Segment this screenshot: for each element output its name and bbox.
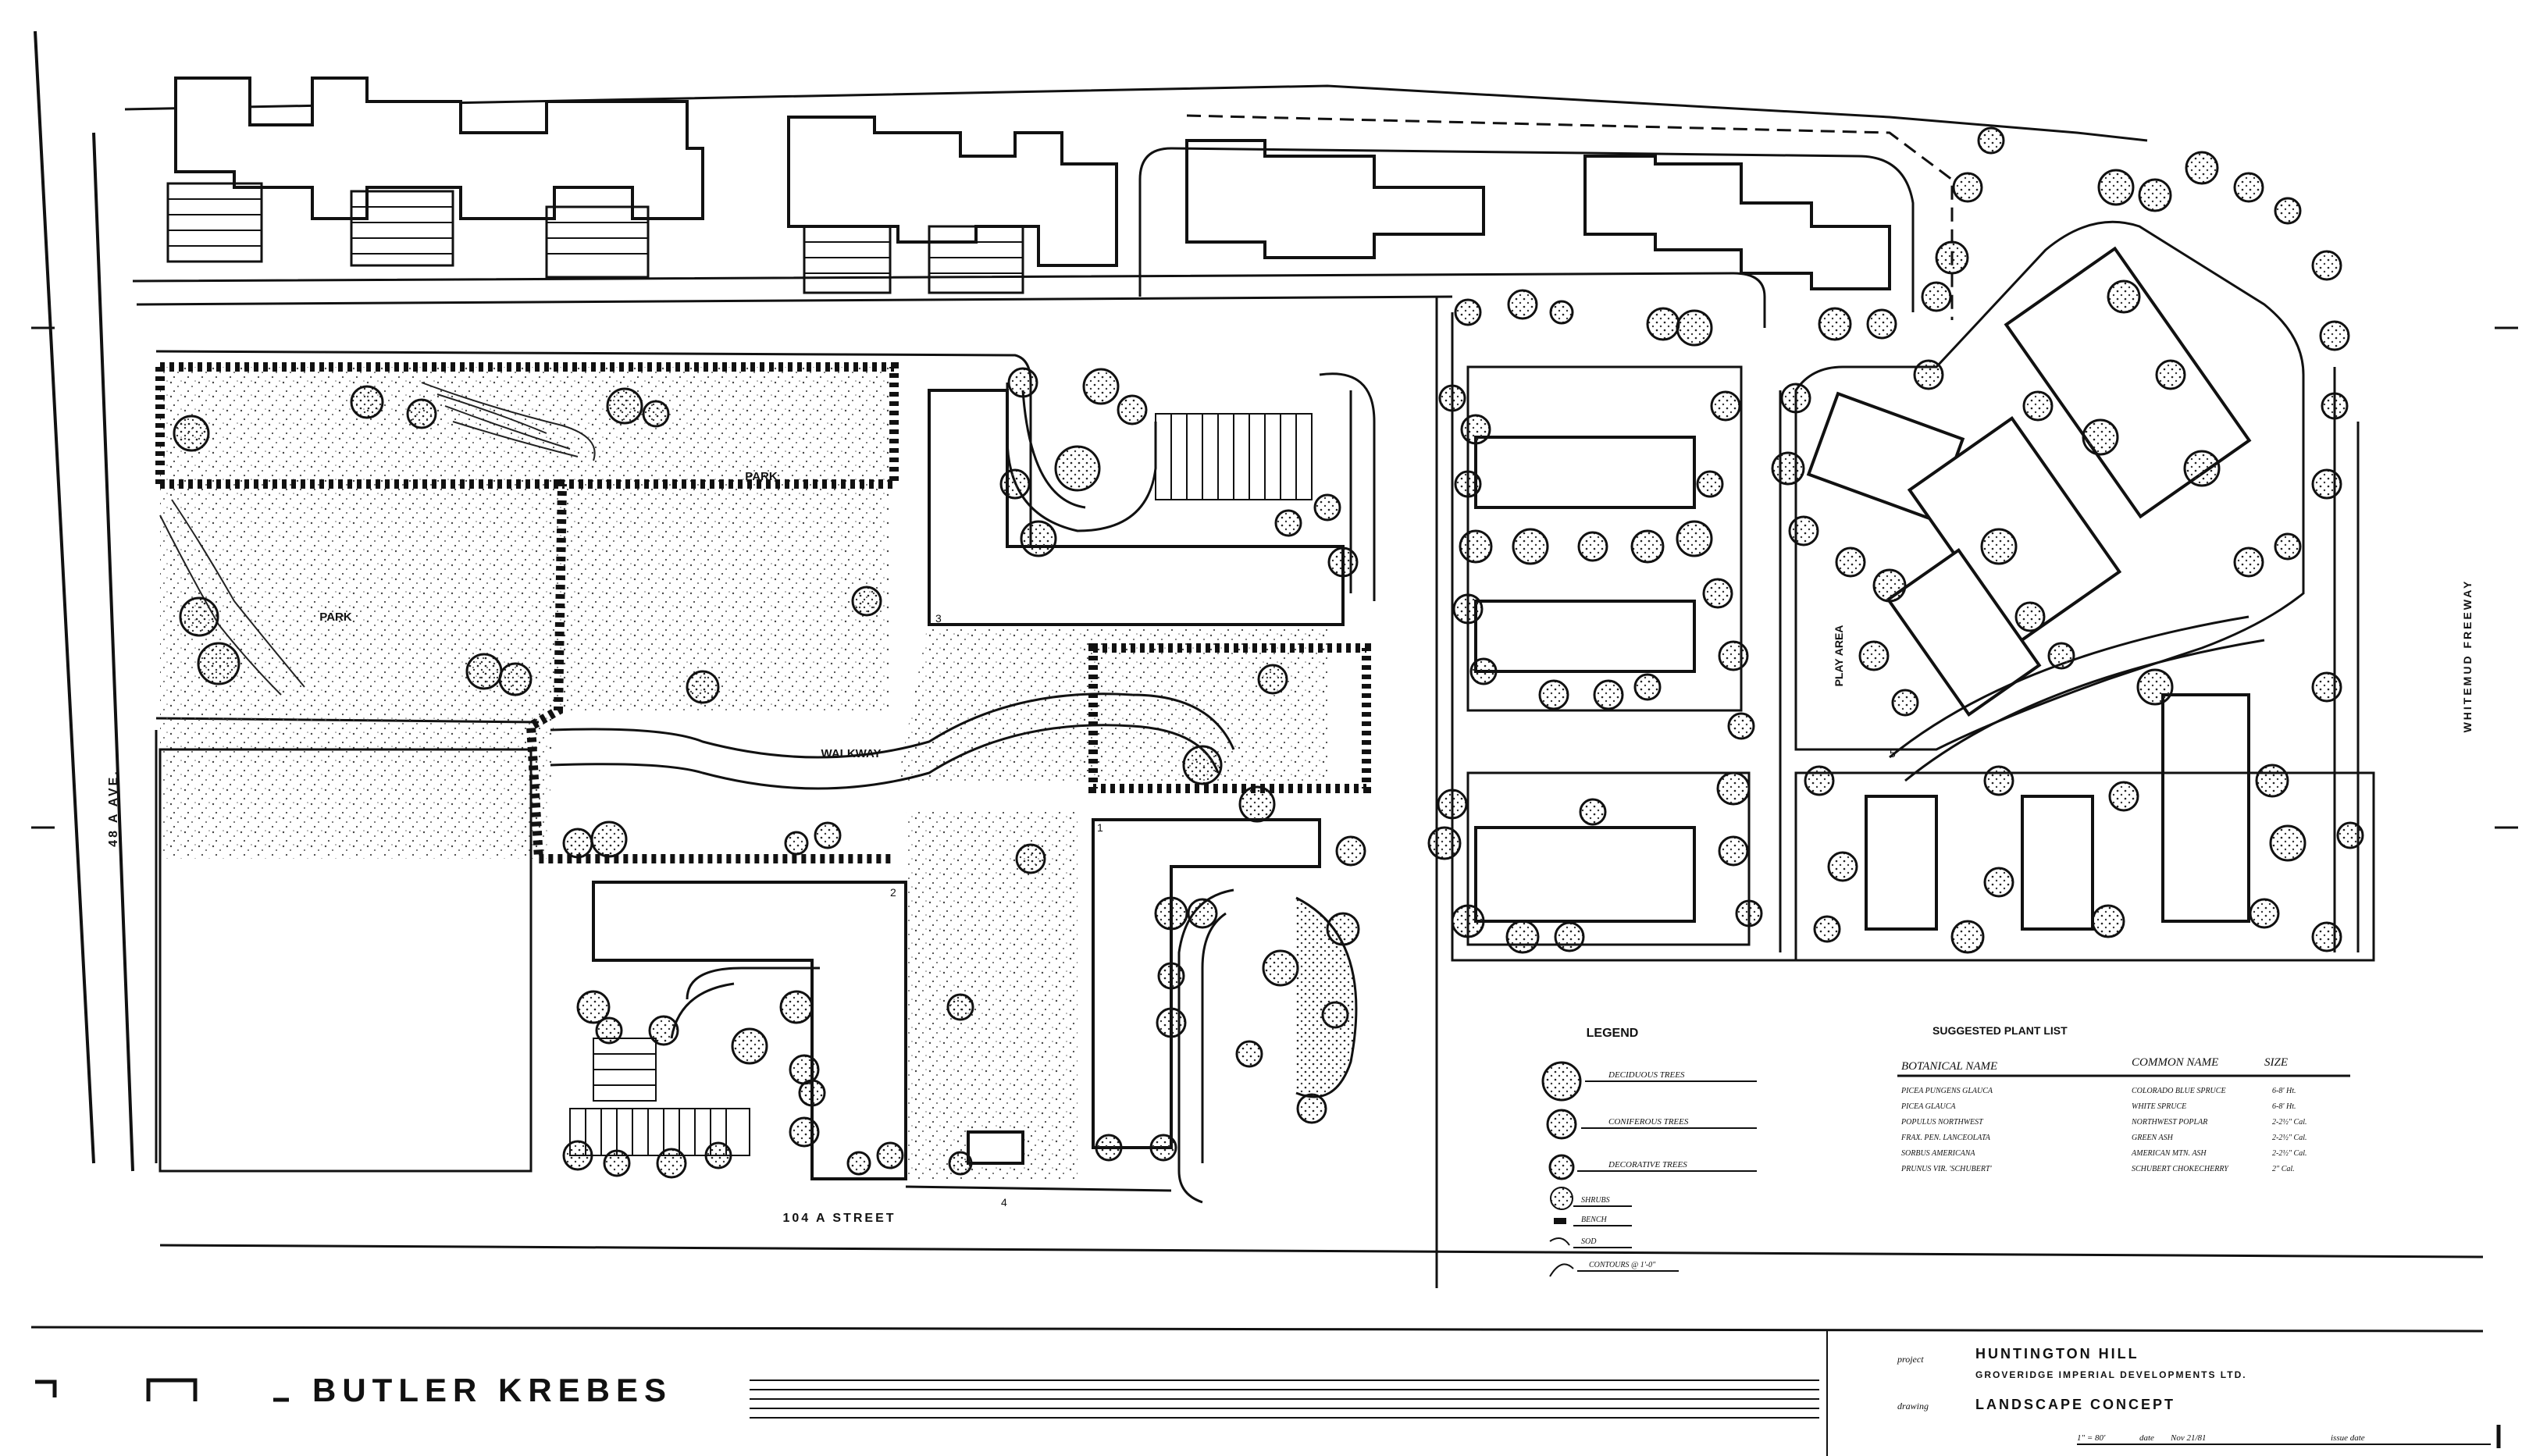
plant-row-4-size: 2-2½" Cal.: [2272, 1134, 2306, 1142]
legend-item-coniferous: CONIFEROUS TREES: [1608, 1117, 1689, 1127]
legend-item-bench: BENCH: [1581, 1216, 1608, 1224]
park-label-left: PARK: [319, 611, 352, 624]
legend-item-contours: CONTOURS @ 1'-0": [1589, 1261, 1656, 1269]
plant-row-5-size: 2-2½" Cal.: [2272, 1149, 2306, 1158]
play-area-label: PLAY AREA: [1833, 625, 1845, 687]
lot-number-4: 4: [1001, 1196, 1007, 1209]
plant-row-3-common: NORTHWEST POPLAR: [2131, 1118, 2207, 1127]
project-name: HUNTINGTON HILL: [1975, 1346, 2139, 1362]
north-property-line: [124, 84, 2148, 320]
sod-icon: [1549, 1237, 1570, 1246]
tree-symbols: [173, 126, 2364, 1179]
plant-row-3-botanical: POPULUS NORTHWEST: [1900, 1118, 1984, 1127]
legend-title: LEGEND: [1587, 1027, 1639, 1040]
park-contours: [159, 382, 596, 696]
project-label: project: [1897, 1354, 1924, 1365]
street-label-48a-ave: 48 A AVE.: [107, 769, 120, 847]
east-paths: [1779, 367, 2360, 952]
lot-number-2: 2: [890, 886, 896, 899]
plant-row-4-common: GREEN ASH: [2132, 1134, 2174, 1142]
street-label-104a: 104 A STREET: [782, 1212, 896, 1225]
plant-list-header-botanical: BOTANICAL NAME: [1901, 1060, 1997, 1073]
plant-list-header-size: SIZE: [2264, 1056, 2288, 1069]
lot-number-3: 3: [935, 612, 942, 625]
bench-icon: [1554, 1218, 1566, 1224]
drawing-name: LANDSCAPE CONCEPT: [1975, 1397, 2175, 1412]
date-value: Nov 21/81: [2170, 1433, 2207, 1443]
plant-row-4-botanical: FRAX. PEN. LANCEOLATA: [1900, 1134, 1991, 1142]
drawing-scale: 1" = 80': [2077, 1433, 2106, 1443]
plant-list: SUGGESTED PLANT LIST BOTANICAL NAME COMM…: [1897, 1024, 2350, 1173]
plant-list-title: SUGGESTED PLANT LIST: [1932, 1024, 2068, 1037]
east-townhouses: [1474, 246, 2252, 931]
freeway-label: WHITEMUD FREEWAY: [2461, 579, 2474, 733]
park-areas: [160, 367, 1327, 1179]
park-label-right: PARK: [745, 470, 778, 483]
coniferous-tree-icon: [1546, 1109, 1577, 1140]
date-label: date: [2139, 1433, 2154, 1443]
plant-row-6-botanical: PRUNUS VIR. 'SCHUBERT': [1900, 1165, 1993, 1173]
plant-row-2-size: 6-8' Ht.: [2272, 1102, 2296, 1111]
plant-row-1-common: COLORADO BLUE SPRUCE: [2132, 1087, 2226, 1095]
title-block: BUTLER KREBES project HUNTINGTON HILL GR…: [30, 1326, 2501, 1456]
firm-name: BUTLER KREBES: [312, 1372, 672, 1408]
firm-logo-mark-2: [146, 1378, 198, 1401]
plant-list-header-common: COMMON NAME: [2132, 1056, 2218, 1069]
plant-row-1-size: 6-8' Ht.: [2272, 1087, 2296, 1095]
south-west-parcel: [159, 748, 533, 1173]
plant-row-5-botanical: SORBUS AMERICANA: [1901, 1149, 1975, 1158]
legend-item-decorative: DECORATIVE TREES: [1608, 1160, 1687, 1169]
legend-item-shrubs: SHRUBS: [1581, 1196, 1610, 1205]
contour-icon: [1549, 1263, 1574, 1277]
park-boundary: [155, 362, 1371, 863]
legend-item-deciduous: DECIDUOUS TREES: [1608, 1070, 1685, 1080]
plant-row-2-common: WHITE SPRUCE: [2132, 1102, 2186, 1111]
central-paths: [670, 372, 1376, 1204]
decorative-tree-icon: [1548, 1154, 1575, 1180]
plant-row-3-size: 2-2½" Cal.: [2272, 1118, 2306, 1127]
road-48a-ave: [34, 30, 134, 1172]
north-buildings: [174, 77, 1891, 290]
border-ticks: [31, 326, 2518, 829]
drawing-label: drawing: [1897, 1401, 1929, 1412]
north-parking: [132, 147, 1915, 328]
lot-number-5: 5: [1890, 747, 1896, 760]
plant-row-6-size: 2" Cal.: [2272, 1165, 2295, 1173]
firm-logo-mark-1: [35, 1379, 57, 1397]
issue-date-label: issue date: [2331, 1433, 2365, 1443]
plant-row-1-botanical: PICEA PUNGENS GLAUCA: [1900, 1087, 1993, 1095]
plant-row-5-common: AMERICAN MTN. ASH: [2131, 1149, 2207, 1158]
plant-row-6-common: SCHUBERT CHOKECHERRY: [2132, 1165, 2229, 1173]
walkway-label: WALKWAY: [821, 747, 882, 760]
walkway-path: [550, 692, 1235, 790]
deciduous-tree-icon: [1541, 1061, 1582, 1102]
lot-number-1: 1: [1097, 821, 1103, 834]
legend-item-sod: SOD: [1581, 1237, 1597, 1246]
client-name: GROVERIDGE IMPERIAL DEVELOPMENTS LTD.: [1975, 1369, 2247, 1380]
plant-row-2-botanical: PICEA GLAUCA: [1900, 1102, 1956, 1111]
shrub-icon: [1550, 1187, 1573, 1210]
legend: LEGEND DECIDUOUS TREES CONIFEROUS TREES …: [1541, 1027, 1757, 1277]
